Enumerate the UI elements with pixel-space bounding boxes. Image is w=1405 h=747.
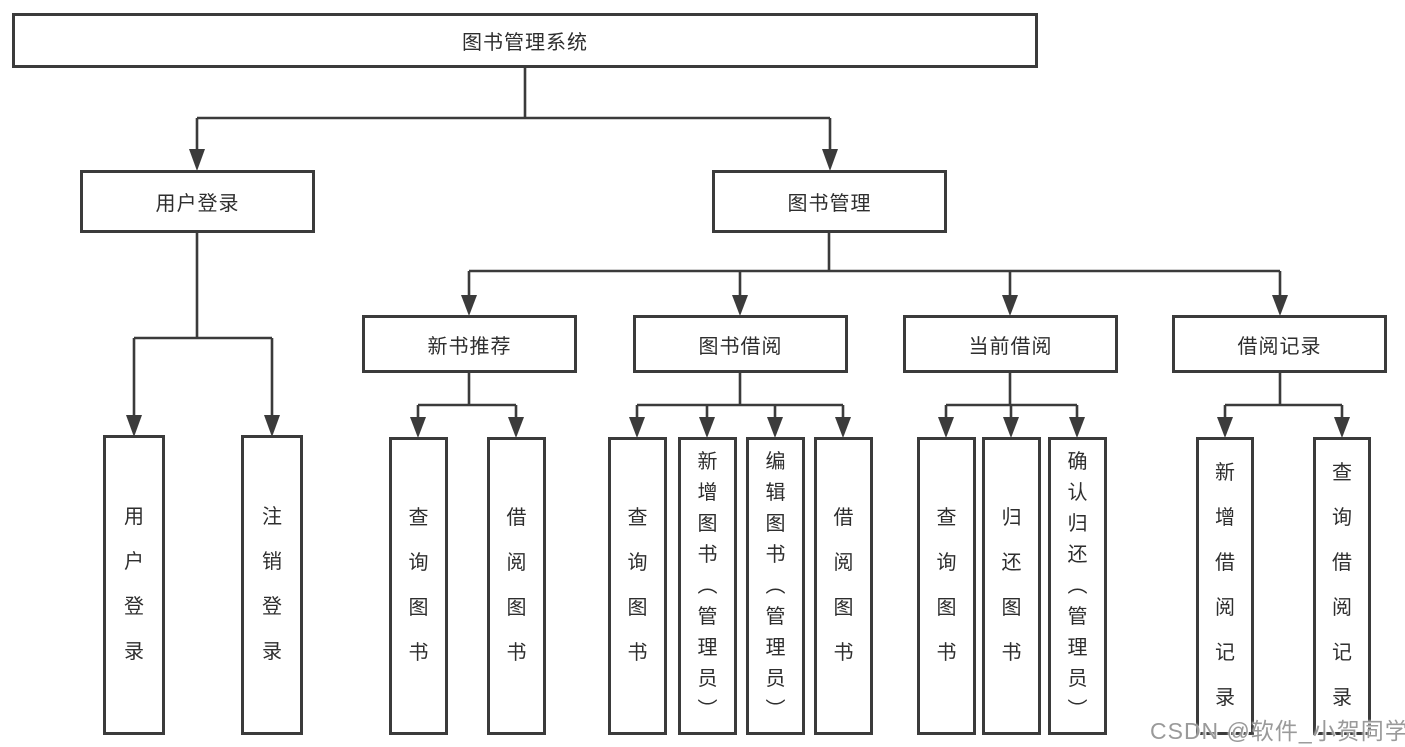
vertical-label-char: 借 <box>1332 552 1352 574</box>
vertical-label-char: 询 <box>408 552 429 574</box>
vertical-label-char: 新 <box>1215 462 1235 484</box>
vertical-label-char: 借 <box>506 507 527 529</box>
vertical-label-char: 图 <box>408 597 429 619</box>
vertical-label-char: 书 <box>408 642 429 664</box>
vertical-label-char: 询 <box>936 552 957 574</box>
vertical-label-char: 户 <box>124 551 144 573</box>
vertical-label-char: 增 <box>1215 507 1235 529</box>
vertical-label-char: 认 <box>1067 481 1088 504</box>
vertical-label-char: 查 <box>627 507 648 529</box>
leaf-confirm-return-admin: 确认归还 ︵ 管理员 ︶ <box>1048 437 1107 735</box>
vertical-label-char: 书 <box>936 642 957 664</box>
vertical-label-char: 还 <box>1001 552 1022 574</box>
node-root-system: 图书管理系统 <box>12 13 1038 68</box>
vertical-label-char: 管 <box>697 605 718 628</box>
vertical-label-char: 确 <box>1067 450 1088 473</box>
leaf-recommend-borrow-book: 借阅图书 <box>487 437 546 735</box>
vertical-label-char: 管 <box>1067 605 1088 628</box>
leaf-query-borrow-record: 查询借阅记录 <box>1313 437 1371 735</box>
leaf-borrow-book: 借阅图书 <box>814 437 873 735</box>
vertical-label-char: 书 <box>697 543 718 566</box>
vertical-label-char: 记 <box>1332 642 1352 664</box>
vertical-label-char: 书 <box>765 543 786 566</box>
vertical-label-char: 注 <box>262 506 282 528</box>
vertical-label-char: 图 <box>627 597 648 619</box>
vertical-label-char: 图 <box>697 512 718 535</box>
vertical-label-char: 理 <box>1067 636 1088 659</box>
vertical-label-char: 阅 <box>1215 597 1235 619</box>
leaf-return-book: 归还图书 <box>982 437 1041 735</box>
vertical-label-char: 借 <box>1215 552 1235 574</box>
vertical-label-char: 登 <box>262 596 282 618</box>
vertical-label-char: 归 <box>1067 512 1088 535</box>
node-new-book-recommend: 新书推荐 <box>362 315 577 373</box>
vertical-label-char: 阅 <box>833 552 854 574</box>
node-borrow-record: 借阅记录 <box>1172 315 1387 373</box>
vertical-label-char: 查 <box>1332 462 1352 484</box>
csdn-watermark: CSDN @软件_小贺同学 <box>1150 718 1405 744</box>
vertical-label-char: 用 <box>124 506 144 528</box>
vertical-label-char: 录 <box>124 641 144 663</box>
vertical-label-char: 销 <box>262 551 282 573</box>
vertical-label-char: 增 <box>697 481 718 504</box>
vertical-label-char: 书 <box>1001 642 1022 664</box>
vertical-label-char: ︵ <box>765 574 786 597</box>
leaf-recommend-query-book: 查询图书 <box>389 437 448 735</box>
vertical-label-char: 录 <box>1332 687 1352 709</box>
vertical-label-char: 新 <box>697 450 718 473</box>
vertical-label-char: 阅 <box>506 552 527 574</box>
vertical-label-char: 书 <box>506 642 527 664</box>
vertical-label-char: 图 <box>833 597 854 619</box>
vertical-label-char: 借 <box>833 507 854 529</box>
leaf-add-book-admin: 新增图书 ︵ 管理员 ︶ <box>678 437 737 735</box>
vertical-label-char: ︵ <box>1067 574 1088 597</box>
vertical-label-char: 书 <box>833 642 854 664</box>
leaf-user-login: 用户登录 <box>103 435 165 735</box>
vertical-label-char: 管 <box>765 605 786 628</box>
vertical-label-char: 书 <box>627 642 648 664</box>
leaf-borrow-query-book: 查询图书 <box>608 437 667 735</box>
vertical-label-char: 归 <box>1001 507 1022 529</box>
vertical-label-char: 理 <box>765 636 786 659</box>
vertical-label-char: 图 <box>936 597 957 619</box>
node-book-management-branch: 图书管理 <box>712 170 947 233</box>
vertical-label-char: 询 <box>627 552 648 574</box>
vertical-label-char: ︶ <box>1067 698 1088 721</box>
vertical-label-char: 辑 <box>765 481 786 504</box>
vertical-label-char: ︵ <box>697 574 718 597</box>
vertical-label-char: 录 <box>262 641 282 663</box>
vertical-label-char: 登 <box>124 596 144 618</box>
vertical-label-char: ︶ <box>765 698 786 721</box>
node-current-borrow: 当前借阅 <box>903 315 1118 373</box>
vertical-label-char: 图 <box>506 597 527 619</box>
leaf-logout: 注销登录 <box>241 435 303 735</box>
vertical-label-char: 员 <box>765 667 786 690</box>
vertical-label-char: 查 <box>408 507 429 529</box>
vertical-label-char: 理 <box>697 636 718 659</box>
vertical-label-char: 员 <box>1067 667 1088 690</box>
leaf-current-query-book: 查询图书 <box>917 437 976 735</box>
node-book-borrow: 图书借阅 <box>633 315 848 373</box>
vertical-label-char: 查 <box>936 507 957 529</box>
vertical-label-char: 图 <box>1001 597 1022 619</box>
leaf-edit-book-admin: 编辑图书 ︵ 管理员 ︶ <box>746 437 805 735</box>
leaf-add-borrow-record: 新增借阅记录 <box>1196 437 1254 735</box>
vertical-label-char: 员 <box>697 667 718 690</box>
node-user-login-branch: 用户登录 <box>80 170 315 233</box>
vertical-label-char: 图 <box>765 512 786 535</box>
vertical-label-char: 询 <box>1332 507 1352 529</box>
vertical-label-char: 记 <box>1215 642 1235 664</box>
vertical-label-char: ︶ <box>697 698 718 721</box>
vertical-label-char: 录 <box>1215 687 1235 709</box>
vertical-label-char: 阅 <box>1332 597 1352 619</box>
vertical-label-char: 编 <box>765 450 786 473</box>
vertical-label-char: 还 <box>1067 543 1088 566</box>
